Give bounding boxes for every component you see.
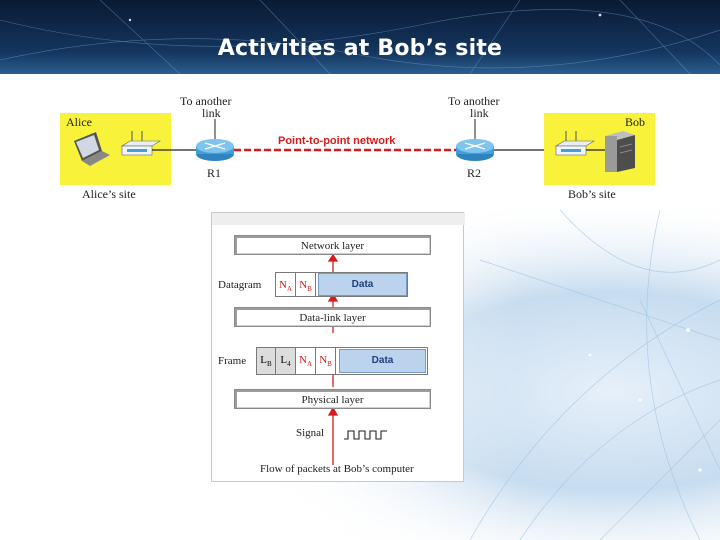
slide-title: Activities at Bob’s site: [217, 36, 503, 61]
datagram-data: Data: [318, 273, 407, 296]
frame-header-na: NA: [296, 348, 316, 374]
network-layer-box: Network layer: [234, 235, 431, 255]
link-label-right-1: To another: [448, 94, 499, 108]
frame-packet: LB L4 NA NB Data: [256, 347, 428, 375]
frame-data: Data: [339, 349, 426, 373]
link-label-left-2: link: [202, 106, 221, 120]
router-r2-label: R2: [467, 166, 481, 180]
frame-header-lb: LB: [257, 348, 276, 374]
datalink-layer-box: Data-link layer: [234, 307, 431, 327]
link-label-right-2: link: [470, 106, 489, 120]
physical-layer-box: Physical layer: [234, 389, 431, 409]
link-label-left-1: To another: [180, 94, 231, 108]
signal-label: Signal: [296, 427, 325, 439]
frame-label: Frame: [218, 355, 247, 367]
figure-caption: Flow of packets at Bob’s computer: [260, 463, 414, 475]
router-r1-icon: [196, 139, 234, 161]
alice-label: Alice: [66, 115, 92, 129]
frame-header-l4: L4: [276, 348, 296, 374]
layer-flow-diagram: Network layer Datagram NA NB Data Data-l…: [211, 212, 465, 482]
router-r1-label: R1: [207, 166, 221, 180]
frame-header-nb: NB: [316, 348, 336, 374]
datagram-header-nb: NB: [296, 273, 316, 296]
bob-site-label: Bob’s site: [568, 187, 616, 201]
switch-icon: [554, 131, 596, 156]
signal-waveform: [344, 430, 387, 440]
network-label: Point-to-point network: [278, 135, 396, 147]
switch-icon: [120, 131, 162, 156]
network-diagram: Alice Alice’s site To another link To an…: [60, 91, 655, 202]
laptop-icon: [74, 132, 110, 166]
datagram-label: Datagram: [218, 279, 262, 291]
bob-label: Bob: [625, 115, 645, 129]
server-icon: [605, 131, 635, 172]
router-r2-icon: [456, 139, 494, 161]
alice-site-label: Alice’s site: [82, 187, 136, 201]
datagram-packet: NA NB Data: [275, 272, 408, 297]
datagram-header-na: NA: [276, 273, 296, 296]
